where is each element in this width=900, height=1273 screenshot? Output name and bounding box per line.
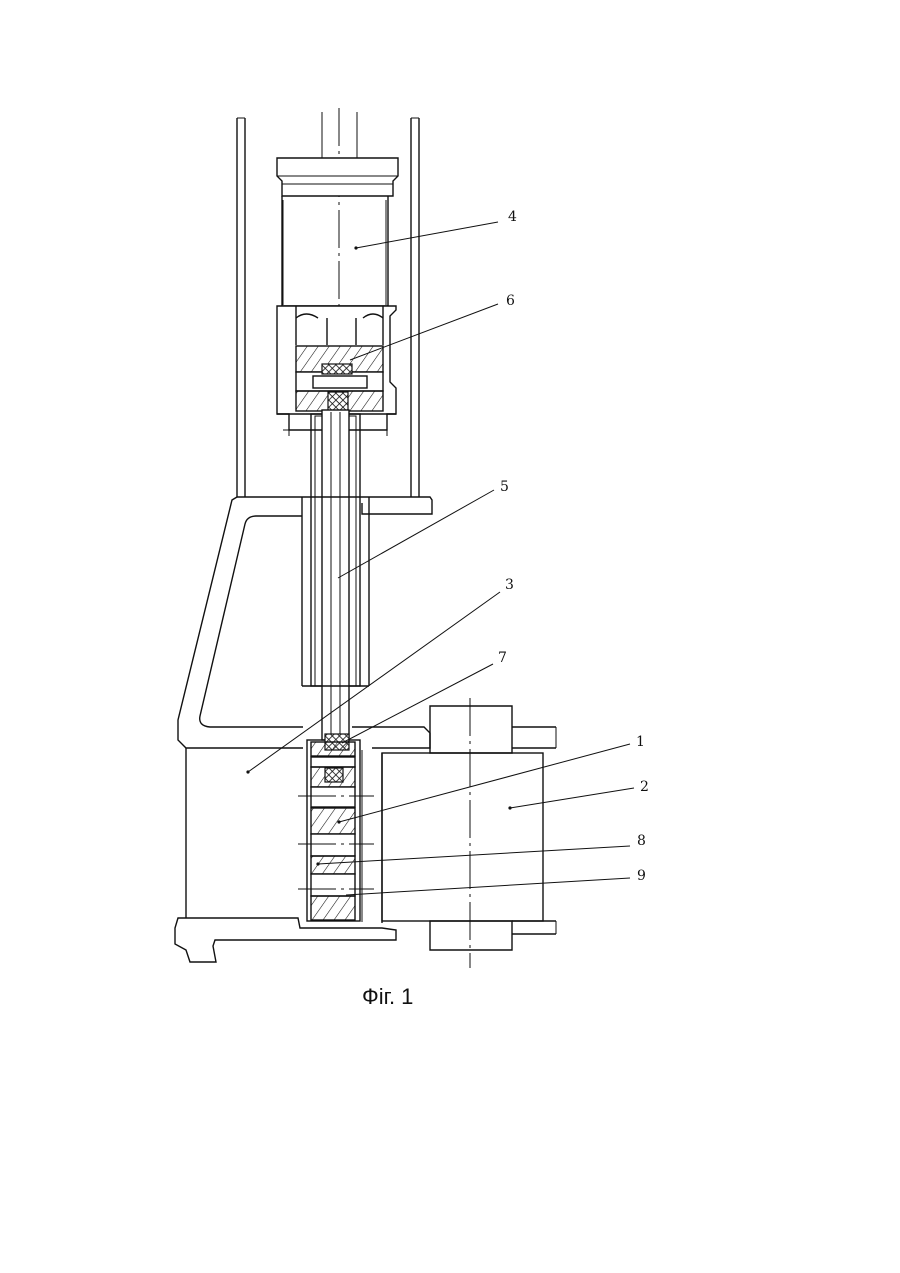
callout-9: 9	[637, 868, 646, 884]
figure-caption: Фіг. 1	[362, 984, 413, 1009]
callout-3: 3	[505, 577, 514, 593]
piston-6	[296, 346, 383, 416]
rod-5	[302, 410, 369, 740]
roll-2	[382, 698, 556, 968]
callout-5: 5	[500, 479, 509, 495]
callout-2: 2	[640, 779, 649, 795]
callout-labels: 4 6 5 3 7 1 2 8 9	[498, 209, 649, 884]
callout-8: 8	[637, 833, 646, 849]
callout-7: 7	[498, 650, 507, 666]
callout-4: 4	[508, 209, 517, 225]
callout-1: 1	[636, 734, 645, 750]
holder-stack	[298, 734, 382, 923]
callout-6: 6	[506, 293, 515, 309]
